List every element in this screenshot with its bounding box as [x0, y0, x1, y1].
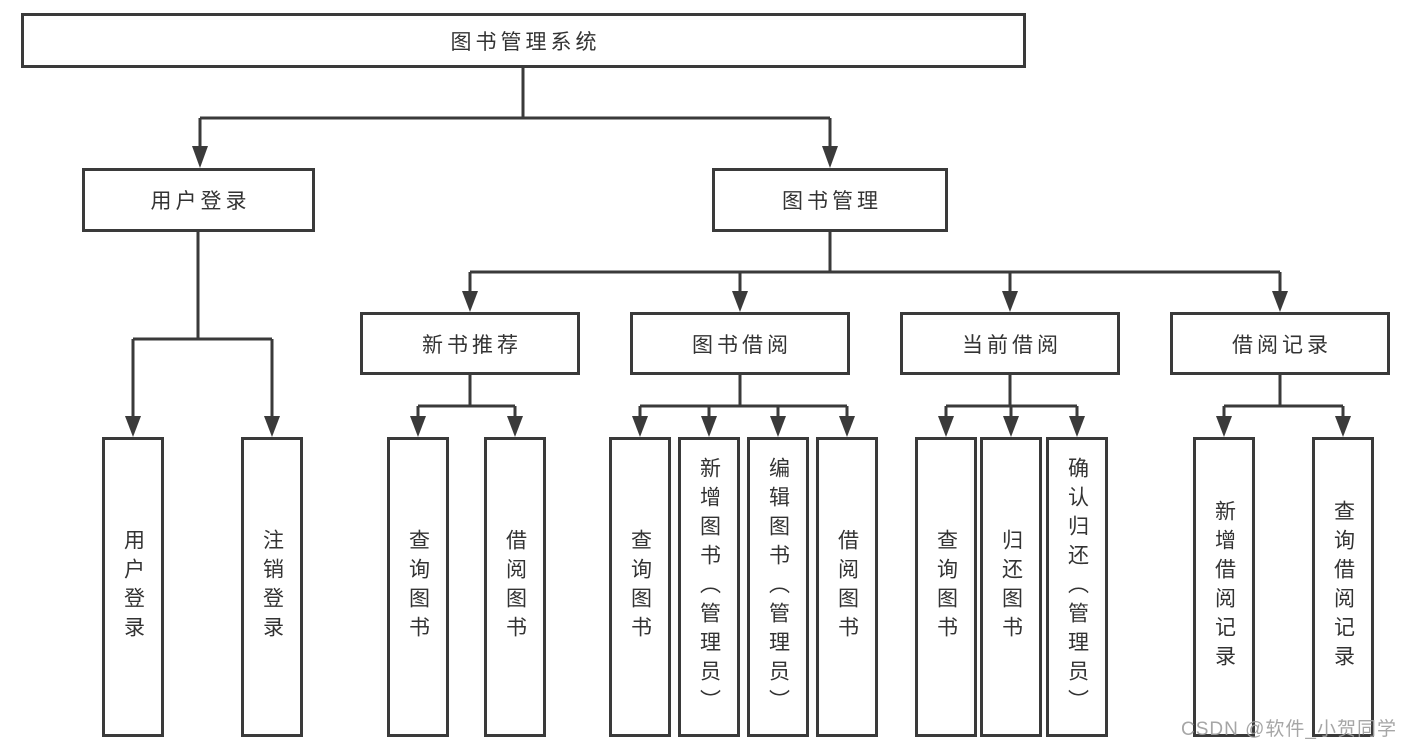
leaf-borrow-books-2: 借阅图书 [816, 437, 878, 737]
node-borrow-records: 借阅记录 [1170, 312, 1390, 375]
node-book-borrow: 图书借阅 [630, 312, 850, 375]
leaf-query-books-3: 查询图书 [915, 437, 977, 737]
leaf-return-books: 归还图书 [980, 437, 1042, 737]
leaf-edit-books-admin: 编辑图书（管理员） [747, 437, 809, 737]
node-new-book-recommend: 新书推荐 [360, 312, 580, 375]
leaf-query-books-1: 查询图书 [387, 437, 449, 737]
node-user-login: 用户登录 [82, 168, 315, 232]
leaf-user-login: 用户登录 [102, 437, 164, 737]
csdn-watermark: CSDN @软件_小贺同学 [1181, 719, 1397, 740]
leaf-query-borrow-record: 查询借阅记录 [1312, 437, 1374, 737]
leaf-logout: 注销登录 [241, 437, 303, 737]
leaf-add-borrow-record: 新增借阅记录 [1193, 437, 1255, 737]
root-node: 图书管理系统 [21, 13, 1026, 68]
node-book-management: 图书管理 [712, 168, 948, 232]
leaf-confirm-return-admin: 确认归还（管理员） [1046, 437, 1108, 737]
leaf-borrow-books-1: 借阅图书 [484, 437, 546, 737]
arrowheads [125, 146, 1351, 437]
leaf-query-books-2: 查询图书 [609, 437, 671, 737]
node-current-borrow: 当前借阅 [900, 312, 1120, 375]
leaf-add-books-admin: 新增图书（管理员） [678, 437, 740, 737]
